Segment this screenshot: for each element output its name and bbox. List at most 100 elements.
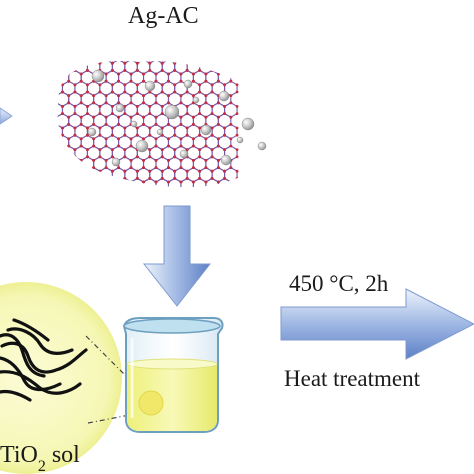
lattice-atom (73, 155, 77, 159)
lattice-atom (105, 51, 108, 54)
lattice-atom (73, 169, 77, 173)
lattice-atom (198, 169, 202, 173)
lattice-atom (104, 180, 108, 184)
lattice-atom (167, 79, 170, 83)
material-label: Ag-AC (128, 3, 199, 29)
lattice-atom (98, 155, 102, 159)
lattice-atom (229, 188, 232, 191)
lattice-atom (49, 62, 52, 65)
lattice-atom (67, 60, 71, 61)
lattice-atom (154, 79, 158, 83)
lattice-atom (160, 83, 164, 87)
lattice-hexagon (118, 177, 132, 188)
lattice-atom (55, 101, 58, 104)
lattice-atom (198, 61, 202, 65)
lattice-atom (135, 169, 139, 173)
lattice-atom (167, 101, 170, 105)
activated-carbon-lattice (42, 47, 239, 194)
lattice-atom (204, 101, 208, 105)
lattice-atom (223, 177, 226, 180)
magnified-sol-view (0, 282, 122, 474)
lattice-atom (167, 188, 170, 191)
lattice-atom (186, 191, 189, 194)
lattice-atom (192, 72, 195, 76)
lattice-atom (79, 101, 83, 105)
lattice-atom (73, 61, 77, 65)
lattice-atom (129, 101, 133, 105)
lattice-atom (223, 69, 226, 72)
lattice-atom (129, 180, 133, 184)
lattice-atom (229, 72, 233, 76)
lattice-atom (49, 127, 52, 130)
silver-particle (179, 149, 189, 159)
lattice-atom (229, 180, 233, 184)
lattice-hexagon (68, 177, 82, 188)
lattice-hexagon (44, 49, 56, 63)
lattice-atom (155, 51, 158, 54)
lattice-atom (167, 72, 170, 76)
lattice-atom (179, 60, 183, 61)
lattice-atom (73, 112, 77, 115)
lattice-atom (92, 180, 96, 184)
lattice-atom (154, 94, 158, 97)
lattice-atom (55, 73, 58, 76)
lattice-atom (235, 155, 239, 159)
lattice-atom (73, 169, 77, 173)
lattice-atom (55, 116, 58, 119)
lattice-atom (142, 60, 145, 61)
lattice-atom (73, 148, 77, 152)
lattice-atom (86, 69, 89, 72)
lattice-atom (117, 60, 120, 61)
lattice-atom (79, 159, 83, 162)
lattice-atom (192, 115, 195, 119)
lattice-atom (104, 94, 108, 97)
lattice-atom (73, 69, 77, 72)
lattice-atom (180, 188, 183, 191)
lattice-atom (142, 159, 145, 162)
lattice-atom (79, 60, 83, 61)
lattice-atom (61, 155, 64, 159)
lattice-atom (55, 94, 58, 97)
lattice-atom (42, 80, 45, 83)
lattice-atom (210, 112, 214, 115)
lattice-atom (92, 60, 96, 61)
lattice-atom (86, 83, 89, 87)
lattice-atom (216, 137, 220, 141)
lattice-atom (154, 60, 158, 61)
lattice-atom (80, 188, 83, 191)
lattice-atom (210, 148, 214, 152)
lattice-atom (55, 51, 58, 54)
lattice-atom (135, 177, 139, 180)
lattice-hexagon (57, 156, 70, 172)
lattice-atom (179, 159, 183, 162)
lattice-atom (192, 180, 195, 184)
lattice-atom (86, 47, 89, 50)
lattice-atom (111, 47, 114, 50)
lattice-atom (148, 191, 151, 194)
lattice-atom (192, 123, 195, 126)
lattice-atom (204, 180, 208, 184)
lattice-atom (173, 83, 177, 87)
lattice-atom (142, 188, 145, 191)
lattice-atom (55, 58, 58, 61)
lattice-atom (104, 101, 108, 105)
lattice-atom (173, 191, 176, 194)
lattice-atom (229, 144, 233, 148)
lattice-atom (180, 51, 183, 54)
lattice-atom (42, 116, 45, 119)
lattice-atom (179, 115, 183, 119)
lattice-atom (211, 47, 214, 50)
lattice-atom (110, 177, 114, 180)
lattice-atom (223, 69, 226, 72)
lattice-atom (129, 115, 133, 119)
lattice-atom (185, 105, 189, 108)
lattice-atom (160, 112, 164, 115)
lattice-atom (117, 101, 120, 105)
lattice-atom (61, 112, 64, 115)
lattice-atom (154, 60, 158, 61)
lattice-atom (160, 148, 164, 152)
lattice-atom (55, 51, 58, 54)
lattice-atom (86, 61, 89, 65)
lattice-atom (55, 159, 58, 162)
lattice-atom (180, 188, 183, 191)
